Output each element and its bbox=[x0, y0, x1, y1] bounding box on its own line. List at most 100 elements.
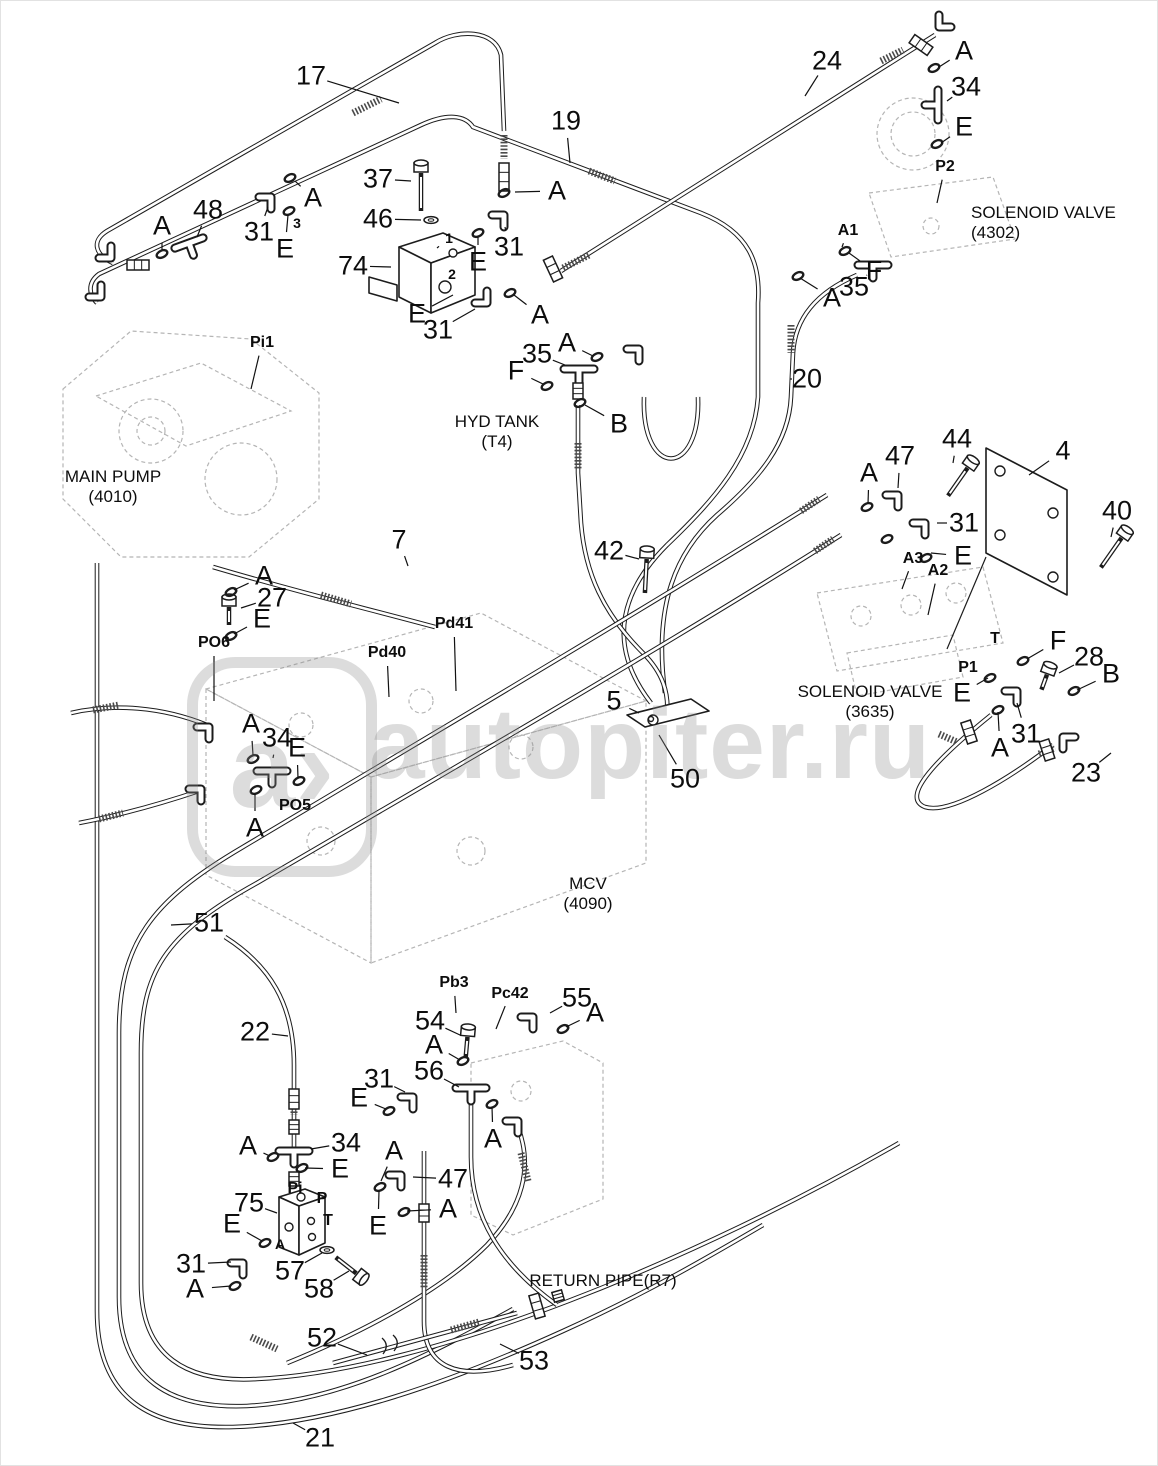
elbow-fitting bbox=[881, 490, 903, 512]
component-label-solenoid-valve: SOLENOID VALVE(3635) bbox=[797, 682, 943, 721]
hose-u-turn bbox=[641, 396, 701, 461]
o-ring bbox=[397, 1206, 411, 1218]
tee-fitting bbox=[274, 1146, 314, 1169]
ref-label-a-73: A bbox=[384, 1135, 404, 1166]
hose-19 bbox=[88, 114, 761, 705]
elbow-fitting bbox=[184, 784, 206, 806]
o-ring bbox=[1067, 685, 1081, 697]
tee-fitting bbox=[920, 85, 943, 125]
ref-label-a-63: A bbox=[254, 560, 274, 591]
part-callout-54-34: 54 bbox=[414, 1005, 446, 1036]
part-callout-44-26: 44 bbox=[941, 423, 973, 454]
o-ring bbox=[266, 1151, 280, 1163]
part-callout-23-23: 23 bbox=[1070, 757, 1102, 788]
o-ring bbox=[838, 245, 852, 257]
o-ring bbox=[556, 1023, 570, 1035]
ref-label-f-56: F bbox=[865, 255, 883, 286]
elbow-fitting bbox=[84, 280, 106, 302]
elbow-fitting bbox=[94, 241, 116, 263]
o-ring bbox=[282, 205, 296, 217]
part-callout-31-9: 31 bbox=[422, 314, 454, 345]
fittings bbox=[84, 10, 1135, 1320]
bolt bbox=[459, 1023, 477, 1058]
ref-label-a-46: A bbox=[303, 182, 323, 213]
o-ring bbox=[373, 1181, 387, 1193]
o-ring bbox=[540, 380, 554, 392]
part-callout-31-11: 31 bbox=[1010, 718, 1042, 749]
o-ring bbox=[485, 1098, 499, 1110]
part-callout-35-14: 35 bbox=[521, 338, 553, 369]
ref-label-a-71: A bbox=[238, 1130, 258, 1161]
component-label-main-pump: MAIN PUMP(4010) bbox=[64, 467, 162, 506]
part-callout-7-17: 7 bbox=[391, 524, 407, 555]
part-callout-47-28: 47 bbox=[884, 440, 916, 471]
o-ring bbox=[228, 1280, 242, 1292]
ref-label-a-51: A bbox=[530, 299, 550, 330]
o-ring bbox=[283, 172, 297, 184]
ref-label-p1-85: P1 bbox=[958, 659, 978, 676]
ref-label-a2-83: A2 bbox=[927, 562, 949, 579]
elbow-fitting bbox=[470, 286, 492, 308]
ref-label-pi1-79: Pi1 bbox=[249, 334, 275, 351]
o-ring bbox=[471, 227, 485, 239]
o-ring bbox=[991, 704, 1005, 716]
elbow-fitting bbox=[226, 1258, 248, 1280]
part-callout-17-0: 17 bbox=[295, 60, 327, 91]
part-callout-31-7: 31 bbox=[243, 216, 275, 247]
ref-label-f-53: F bbox=[507, 355, 525, 386]
union-fitting bbox=[572, 382, 584, 400]
component-label-solenoid-valve: SOLENOID VALVE(4302) bbox=[971, 203, 1116, 242]
o-ring bbox=[930, 138, 944, 150]
part-callout-55-36: 55 bbox=[561, 982, 593, 1013]
ref-label-pd40-88: Pd40 bbox=[367, 644, 407, 661]
ref-label-pc42-91: Pc42 bbox=[491, 985, 529, 1002]
ref-label-e-78: E bbox=[349, 1082, 369, 1113]
elbow-fitting bbox=[934, 10, 956, 32]
o-ring bbox=[1016, 655, 1030, 667]
ref-label-e-76: E bbox=[222, 1208, 242, 1239]
bolt bbox=[1039, 660, 1058, 691]
union-fitting bbox=[1038, 737, 1056, 763]
union-fitting bbox=[126, 259, 150, 271]
part-callout-46-5: 46 bbox=[362, 203, 394, 234]
part-callout-58-38: 58 bbox=[303, 1273, 335, 1304]
o-ring bbox=[497, 187, 511, 199]
ref-label-e-66: E bbox=[287, 732, 307, 763]
part-callout-75-39: 75 bbox=[233, 1187, 265, 1218]
elbow-fitting bbox=[192, 722, 214, 744]
ref-label-a-77: A bbox=[185, 1273, 205, 1304]
ref-label-pb3-90: Pb3 bbox=[439, 974, 469, 991]
o-ring bbox=[590, 351, 604, 363]
ref-label-a1-81: A1 bbox=[837, 222, 859, 239]
ref-label-po5-87: PO5 bbox=[278, 797, 312, 814]
o-ring bbox=[573, 397, 587, 409]
ref-label-1-95: 1 bbox=[445, 230, 453, 246]
bolt bbox=[1099, 524, 1135, 569]
ref-label-po6-86: PO6 bbox=[197, 634, 231, 651]
union-fitting bbox=[959, 719, 979, 745]
part-callout-37-4: 37 bbox=[362, 163, 394, 194]
o-ring bbox=[860, 501, 874, 513]
part-callout-31-10: 31 bbox=[948, 507, 980, 538]
part-callout-31-8: 31 bbox=[493, 231, 525, 262]
part-callout-31-12: 31 bbox=[175, 1248, 207, 1279]
component-label-mcv: MCV(4090) bbox=[563, 874, 613, 913]
ghost-components bbox=[62, 97, 1016, 1236]
part-callout-24-2: 24 bbox=[811, 45, 843, 76]
ref-label-e-44: E bbox=[954, 111, 974, 142]
ref-label-e-50: E bbox=[407, 298, 427, 329]
ref-label-pi-92: Pi bbox=[287, 1180, 303, 1197]
bolt bbox=[334, 1255, 370, 1287]
bolt bbox=[413, 159, 429, 211]
part-callout-27-18: 27 bbox=[256, 582, 288, 613]
ref-label-e-72: E bbox=[330, 1153, 350, 1184]
o-ring bbox=[224, 630, 238, 642]
part-callout-35-15: 35 bbox=[838, 271, 870, 302]
part-callout-34-21: 34 bbox=[330, 1127, 362, 1158]
elbow-fitting bbox=[384, 1170, 406, 1192]
elbow-fitting bbox=[254, 192, 276, 214]
ref-label-a-61: A bbox=[990, 732, 1010, 763]
elbow-fitting bbox=[516, 1012, 538, 1034]
ref-label-e-49: E bbox=[468, 246, 488, 277]
